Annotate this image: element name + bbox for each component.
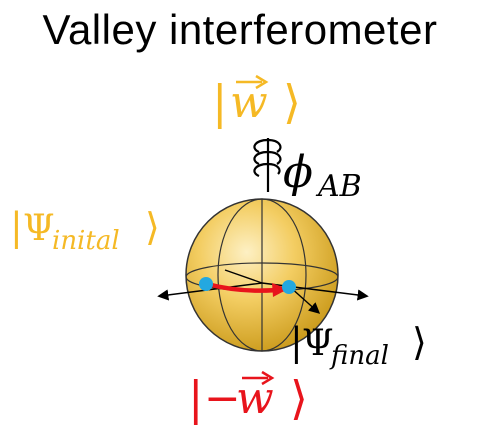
psi-initial-label: | Ψ inital ⟩ [10,205,160,256]
svg-text:|: | [290,320,303,364]
svg-text:inital: inital [52,226,120,256]
final-state-marker [282,280,296,294]
svg-text:AB: AB [315,169,362,204]
svg-text:|: | [10,205,23,249]
svg-text:Ψ: Ψ [302,323,334,364]
rotation-arrow-icon [254,138,280,192]
svg-text:ϕ: ϕ [283,147,313,198]
ket-w-label: | w ⟩ [212,75,301,129]
svg-text:⟩: ⟩ [412,320,427,364]
psi-final-label: | Ψ final ⟩ [290,320,427,371]
phase-phi-ab-label: ϕ AB [283,147,362,204]
initial-state-marker [199,277,213,291]
svg-text:Ψ: Ψ [23,208,55,249]
svg-text:final: final [329,341,389,371]
ket-minus-w-label: | − w ⟩ [188,371,308,425]
svg-text:⟩: ⟩ [145,205,160,249]
svg-text:|: | [212,75,228,129]
svg-text:⟩: ⟩ [290,371,308,425]
svg-text:|: | [188,371,204,425]
svg-text:⟩: ⟩ [283,75,301,129]
